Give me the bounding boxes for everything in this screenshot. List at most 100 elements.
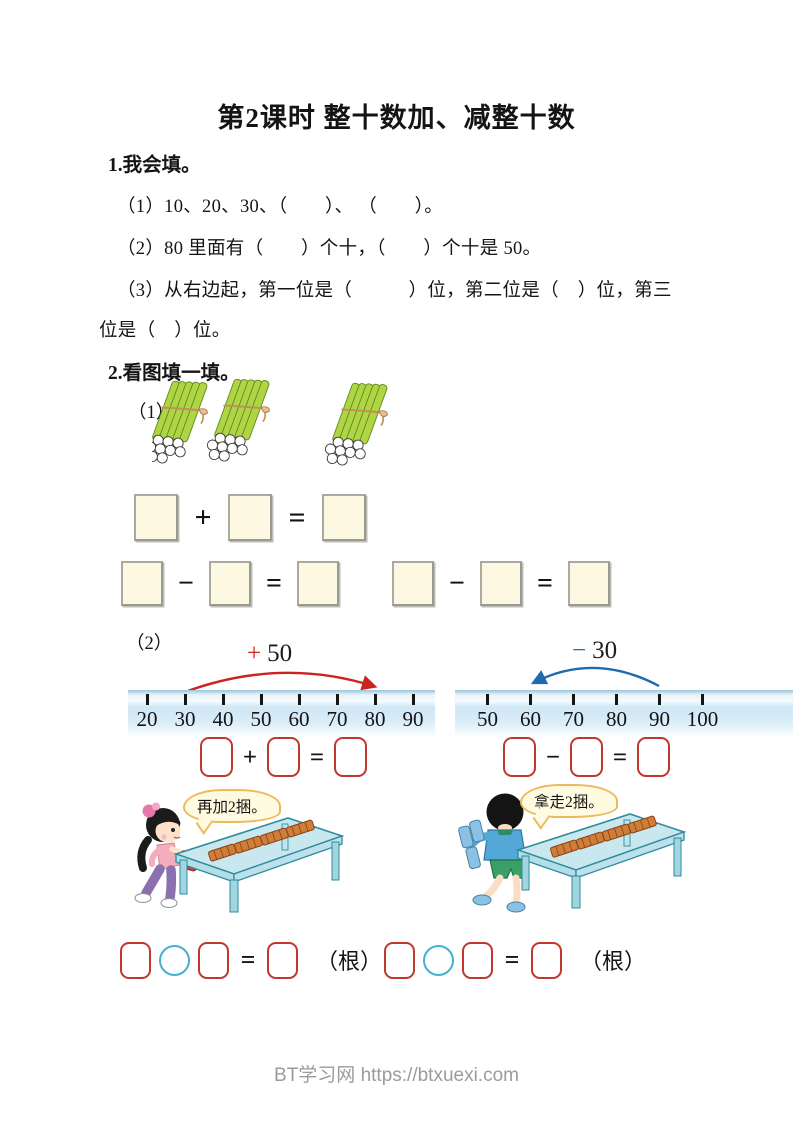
operator-circle[interactable] — [423, 944, 454, 976]
answer-box[interactable] — [228, 494, 272, 541]
number-line-cell: 20 — [128, 690, 166, 737]
tick-label: 60 — [288, 707, 310, 731]
answer-box[interactable] — [267, 737, 300, 777]
tick-mark — [221, 694, 225, 705]
minus-sign: − — [178, 567, 194, 599]
sticks-bundles-illustration — [152, 379, 398, 476]
tick-label: 100 — [686, 707, 719, 731]
question-1-3-cont: 位是（ ）位。 — [99, 321, 231, 341]
number-line-left: 20 30 40 50 60 70 80 90 — [128, 690, 435, 737]
tick-mark — [701, 694, 704, 705]
tick-label: 80 — [364, 707, 386, 731]
tick-label: 90 — [649, 707, 670, 731]
tick-label: 20 — [136, 707, 158, 731]
answer-box[interactable] — [134, 494, 178, 541]
answer-box[interactable] — [480, 561, 522, 606]
answer-box[interactable] — [568, 561, 610, 606]
tick-mark — [259, 694, 263, 705]
unit-label: （根） — [316, 949, 383, 974]
answer-box[interactable] — [121, 561, 163, 606]
number-line-cell: 80 — [356, 690, 394, 737]
tick-label: 70 — [563, 707, 584, 731]
plus-sign: + — [194, 500, 212, 534]
number-line-cell: 70 — [552, 690, 595, 737]
arc-label-minus-30: −30 — [572, 637, 617, 665]
answer-box[interactable] — [200, 737, 233, 777]
answer-box[interactable] — [637, 737, 670, 777]
speech-bubble-left: 再加2捆。 — [183, 789, 281, 823]
final-equation-right: = （根） — [384, 940, 646, 980]
answer-box[interactable] — [503, 737, 536, 777]
plus-sign: + — [242, 743, 258, 771]
equals-sign: = — [240, 945, 256, 974]
answer-box[interactable] — [392, 561, 434, 606]
minus-sign: − — [449, 567, 465, 599]
number-line-cell: 40 — [204, 690, 242, 737]
tick-label: 60 — [520, 707, 541, 731]
part2-label: （2） — [126, 634, 173, 654]
answer-box[interactable] — [384, 941, 415, 979]
tick-mark — [658, 694, 661, 705]
numberline-equation-left: + = — [200, 737, 367, 777]
equation-row-subtraction-right: − = — [392, 561, 610, 606]
answer-box[interactable] — [198, 941, 229, 979]
question-1-3: （3）从右边起，第一位是（ ）位，第二位是（ ）位，第三 — [117, 281, 672, 301]
tick-label: 70 — [326, 707, 348, 731]
answer-box[interactable] — [297, 561, 339, 606]
number-line-cell: 50 — [466, 690, 509, 737]
tick-mark — [572, 694, 575, 705]
tick-mark — [373, 694, 377, 705]
tick-mark — [183, 694, 187, 705]
number-line-right: 50 60 70 80 90 100 — [455, 690, 793, 737]
unit-label: （根） — [580, 949, 647, 974]
section1-heading: 1.我会填。 — [108, 155, 201, 176]
number-line-cell: 60 — [280, 690, 318, 737]
minus-sign: − — [572, 637, 587, 664]
question-1-1: （1）10、20、30、（ ）、 （ ）。 — [117, 197, 444, 217]
answer-box[interactable] — [322, 494, 366, 541]
plus-arc — [184, 671, 378, 694]
tick-mark — [335, 694, 339, 705]
number-line-cell: 60 — [509, 690, 552, 737]
equals-sign: = — [612, 743, 628, 771]
tick-mark — [145, 694, 149, 705]
arc-value: 30 — [592, 637, 618, 664]
footer-site-link: BT学习网 https://btxuexi.com — [274, 1065, 519, 1086]
tick-label: 50 — [250, 707, 272, 731]
page-title: 第2课时 整十数加、减整十数 — [217, 103, 576, 133]
tick-mark — [411, 694, 415, 705]
equals-sign: = — [288, 500, 306, 534]
answer-box[interactable] — [462, 941, 493, 979]
operator-circle[interactable] — [159, 944, 190, 976]
answer-box[interactable] — [267, 941, 298, 979]
tick-mark — [297, 694, 301, 705]
numberline-equation-right: − = — [503, 737, 670, 777]
tick-mark — [529, 694, 532, 705]
answer-box[interactable] — [334, 737, 367, 777]
final-equation-left: = （根） — [120, 940, 382, 980]
answer-box[interactable] — [570, 737, 603, 777]
minus-sign: − — [545, 743, 561, 771]
equals-sign: = — [266, 567, 282, 599]
answer-box[interactable] — [531, 941, 562, 979]
question-1-2: （2）80 里面有（ ）个十，（ ）个十是 50。 — [117, 239, 542, 259]
equals-sign: = — [309, 743, 325, 771]
number-line-cell: 90 — [638, 690, 681, 737]
equals-sign: = — [537, 567, 553, 599]
number-line-cell: 80 — [595, 690, 638, 737]
tick-label: 30 — [174, 707, 196, 731]
tick-label: 50 — [477, 707, 498, 731]
tick-label: 40 — [212, 707, 234, 731]
equals-sign: = — [504, 945, 520, 974]
number-line-cell: 70 — [318, 690, 356, 737]
speech-bubble-right: 拿走2捆。 — [520, 784, 618, 818]
tick-label: 80 — [606, 707, 627, 731]
tick-mark — [615, 694, 618, 705]
answer-box[interactable] — [209, 561, 251, 606]
arc-label-plus-50: +50 — [247, 640, 292, 668]
number-line-cell: 100 — [681, 690, 724, 737]
arc-value: 50 — [267, 640, 293, 667]
number-line-cell: 90 — [394, 690, 432, 737]
answer-box[interactable] — [120, 941, 151, 979]
